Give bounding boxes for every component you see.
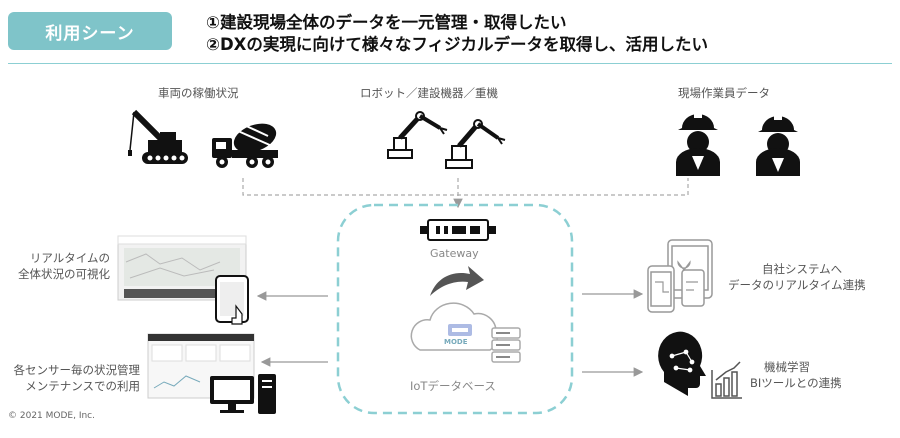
devices-icon — [647, 239, 713, 313]
bar-chart-icon — [711, 361, 742, 399]
worker-icon — [676, 112, 720, 176]
platform-boundary — [336, 203, 574, 415]
robot-arm-icon-2 — [445, 119, 506, 169]
source-connectors — [242, 178, 689, 209]
realtime-visualization-label: リアルタイムの全体状況の可視化 — [18, 251, 110, 281]
header-divider — [8, 63, 892, 64]
copyright: © 2021 MODE, Inc. — [8, 411, 95, 421]
tablet-icon — [215, 275, 249, 325]
robots-label: ロボット／建設機器／重機 — [360, 86, 498, 100]
scene-badge: 利用シーン — [8, 12, 172, 50]
system-integration-label: 自社システムへデータのリアルタイム連携 — [728, 262, 866, 292]
output-arrows — [256, 289, 644, 377]
gateway-label: Gateway — [430, 247, 479, 260]
vehicles-label: 車両の稼働状況 — [158, 86, 239, 100]
robot-arm-icon — [387, 111, 448, 159]
mixer-truck-icon — [212, 123, 278, 168]
mode-logo-text: MODE — [444, 338, 468, 346]
worker-icon-2 — [756, 114, 800, 176]
map-dashboard-thumbnail — [117, 235, 247, 301]
ai-head-icon — [658, 331, 706, 396]
sensor-maintenance-label: 各センサー毎の状況管理メンテナンスでの利用 — [13, 363, 141, 393]
header-line-1: ①建設現場全体のデータを一元管理・取得したい — [206, 13, 567, 32]
iot-database-label: IoTデータベース — [410, 379, 496, 393]
gateway-icon — [420, 219, 496, 241]
gateway-to-cloud-arrow — [430, 266, 484, 296]
pc-icon — [210, 374, 276, 414]
header-line-2: ②DXの実現に向けて様々なフィジカルデータを取得し、活用したい — [206, 35, 709, 54]
crane-icon — [128, 109, 188, 164]
workers-label: 現場作業員データ — [678, 86, 770, 100]
